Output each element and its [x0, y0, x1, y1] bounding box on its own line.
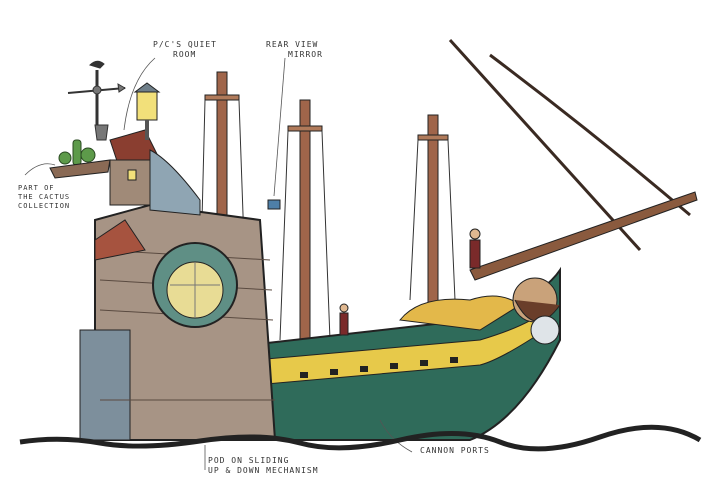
- label-line: P/C'S QUIET: [153, 40, 217, 49]
- label-line: MIRROR: [288, 50, 323, 59]
- label-line: PART OF: [18, 184, 55, 192]
- lantern: [133, 82, 161, 140]
- water-line: [19, 424, 702, 452]
- mast-middle: [299, 99, 311, 346]
- rigging-ropes: [448, 38, 691, 252]
- pirate-figures: [339, 228, 481, 336]
- cactus-collection: [58, 139, 96, 166]
- stern-panels: [79, 329, 131, 441]
- label-cannon-ports: CANNON PORTS: [420, 446, 490, 455]
- pod: [152, 242, 238, 328]
- cannon-ports: [300, 357, 458, 378]
- rear-view-mirror: [267, 199, 281, 210]
- figurehead: [512, 277, 561, 345]
- quiet-room: [109, 129, 161, 206]
- label-line: ROOM: [173, 50, 197, 59]
- mast-front: [427, 114, 439, 306]
- label-quiet-room: P/C'S QUIET ROOM: [153, 40, 217, 60]
- label-line: UP & DOWN MECHANISM: [208, 466, 319, 475]
- label-line: POD ON SLIDING: [208, 456, 290, 465]
- leader-lines: [24, 57, 413, 470]
- label-pod-mechanism: POD ON SLIDING UP & DOWN MECHANISM: [208, 456, 319, 476]
- label-line: COLLECTION: [18, 202, 71, 210]
- balcony: [149, 149, 201, 216]
- label-rear-view-mirror: REAR VIEW MIRROR: [266, 40, 323, 60]
- roof-tiles: [94, 219, 146, 261]
- label-line: THE CACTUS: [18, 193, 71, 201]
- bowsprit: [469, 191, 698, 281]
- weather-vane: [67, 60, 126, 141]
- label-cactus-collection: PART OF THE CACTUS COLLECTION: [18, 184, 70, 211]
- label-line: REAR VIEW: [266, 40, 319, 49]
- cactus-shelf: [49, 159, 111, 179]
